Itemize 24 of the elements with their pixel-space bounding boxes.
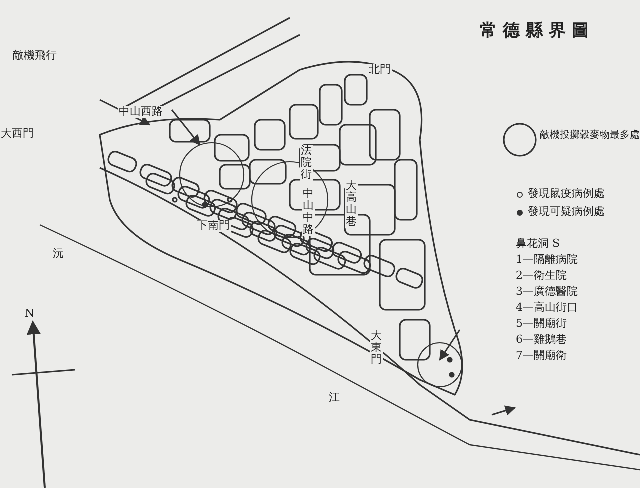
north-label: N — [24, 308, 36, 320]
map-label: 敵機飛行 — [12, 50, 58, 62]
place-label: 北門 — [368, 64, 392, 76]
place-label: 大西門 — [0, 128, 35, 140]
map-title: 常德縣界圖 — [480, 22, 595, 41]
legend-text: 發現可疑病例處 — [528, 206, 605, 218]
legend-key-text: 2—衛生院 — [515, 270, 568, 282]
street-label: 中山西路 — [118, 106, 164, 118]
street-label: 中山中路 — [302, 188, 315, 236]
legend-key-text: 7—關廟衛 — [515, 350, 568, 362]
legend-text: 敵機投擲穀麥物最多處 — [540, 130, 640, 141]
street-label: 大高山巷 — [345, 180, 358, 228]
river-label: 沅 — [52, 248, 65, 260]
legend-key-text: 鼻花洞 S — [515, 238, 562, 250]
place-label: 下南門 — [196, 220, 231, 232]
legend-key-text: 1—隔離病院 — [515, 254, 579, 266]
legend-key-text: 6—雞鵝巷 — [515, 334, 568, 346]
legend-key-text: 4—高山街口 — [515, 302, 579, 314]
place-label: 大東門 — [370, 330, 383, 366]
legend-text: 發現鼠疫病例處 — [528, 188, 605, 200]
legend-key-text: 5—關廟街 — [515, 318, 568, 330]
river-label: 江 — [328, 392, 341, 404]
legend-key-text: 3—廣德醫院 — [515, 286, 579, 298]
street-label: 法院街 — [300, 145, 313, 182]
